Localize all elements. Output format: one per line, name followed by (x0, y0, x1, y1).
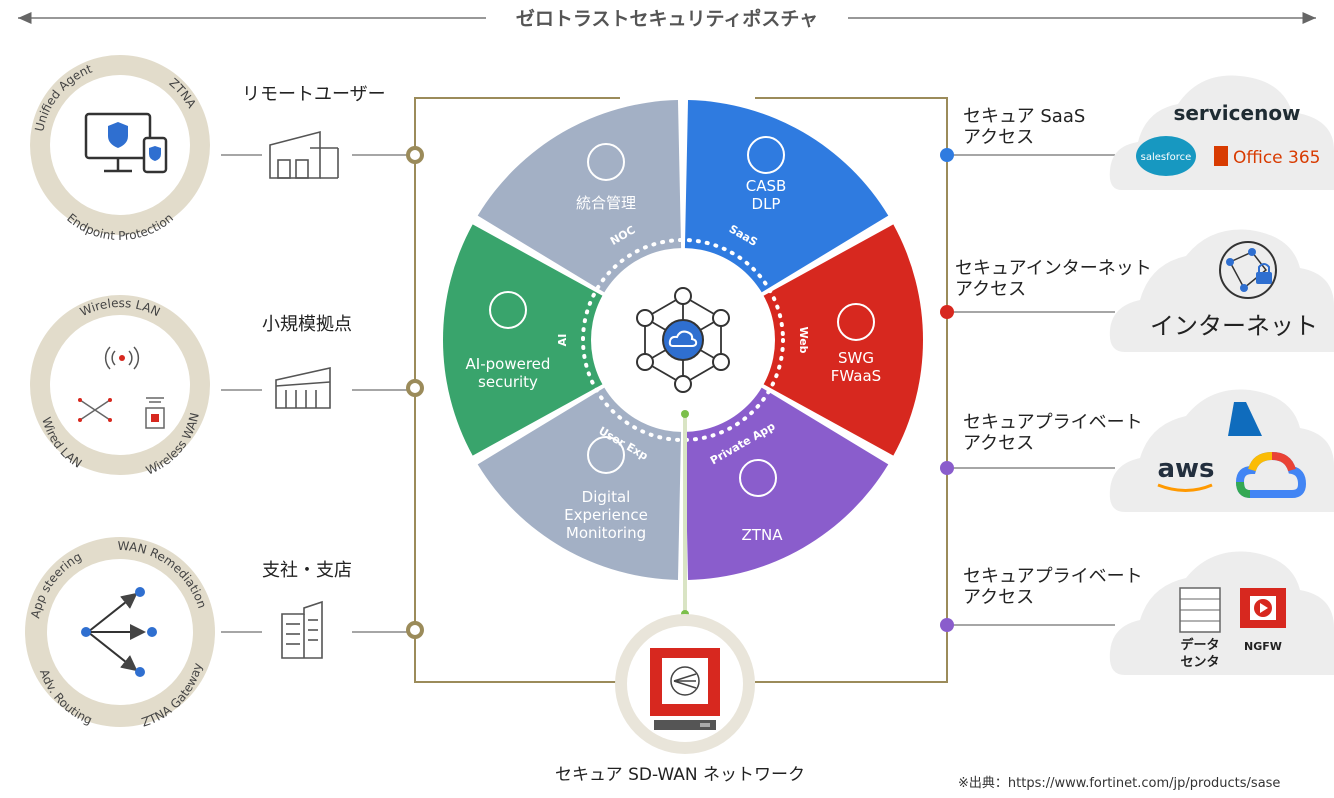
left-connectors (221, 154, 415, 633)
right-connectors (947, 154, 1115, 626)
label-remote-user: リモートユーザー (242, 84, 386, 105)
cloud-datacenter: データ センタ NGFW (1109, 551, 1334, 675)
label-small-office: 小規模拠点 (262, 314, 352, 335)
private-dot-2 (940, 618, 954, 632)
cloud-private-apps: aws (1109, 389, 1334, 512)
wheel-icon-ai (489, 291, 527, 329)
office-building-icon (275, 367, 331, 409)
azure-icon (1228, 402, 1262, 436)
ring-branch: App steering WAN Remediation Adv. Routin… (25, 537, 215, 730)
office365-logo: Office 365 (1233, 148, 1320, 168)
ring-remote-user: Unified Agent ZTNA Endpoint Protection (30, 55, 210, 243)
label-private-access-2: セキュアプライベートアクセス (963, 566, 1143, 608)
google-cloud-icon (1235, 451, 1307, 498)
wheel-icon-ztna (739, 459, 777, 497)
label-internet-access: セキュアインターネットアクセス (955, 258, 1152, 300)
routing-icon (81, 587, 157, 677)
internet-label: インターネット (1150, 312, 1318, 340)
wheel-segment-swg (683, 224, 923, 456)
globe-network-icon (1219, 241, 1277, 299)
frame-nodes (406, 146, 424, 639)
datacenter-label-2: センタ (1180, 655, 1219, 670)
cloud-network-icon (636, 287, 730, 393)
link-node-top (681, 410, 689, 418)
office-icon (1214, 146, 1228, 166)
wireless-icon (104, 346, 140, 370)
house-icon (269, 130, 339, 179)
internet-dot (940, 305, 954, 319)
ring-small-office: Wireless LAN Wired LAN Wireless WAN (30, 295, 210, 478)
wheel-dots (581, 238, 785, 442)
source-note: ※出典：https://www.fortinet.com/jp/products… (958, 776, 1281, 791)
wheel-tag-ai: AI (556, 334, 569, 347)
monitor-icon (84, 112, 168, 174)
cloud-internet: インターネット (1109, 229, 1334, 352)
datacenter-label-1: データ (1180, 637, 1219, 653)
ngfw-label: NGFW (1244, 640, 1282, 653)
wheel-icon-noc (587, 143, 625, 181)
tower-building-icon (281, 600, 323, 659)
cloud-saas: servicenow salesforce Office 365 (1109, 75, 1334, 190)
wheel-tag-swg: Web (797, 326, 810, 353)
svg-text:salesforce: salesforce (1141, 152, 1192, 163)
label-private-access-1: セキュアプライベートアクセス (963, 412, 1143, 454)
servicenow-logo: servicenow (1173, 101, 1300, 125)
wheel-icon-swg (837, 303, 875, 341)
salesforce-logo (1136, 136, 1196, 176)
wheel-label-noc: 統合管理 (576, 194, 636, 212)
sdwan-appliance (615, 614, 755, 754)
server-rack-icon (1179, 587, 1221, 633)
page-title: ゼロトラストセキュリティポスチャ (0, 4, 1334, 31)
aws-logo: aws (1157, 454, 1214, 484)
switch-icon (78, 398, 112, 422)
extender-icon (145, 397, 165, 429)
label-sdwan: セキュア SD-WAN ネットワーク (555, 765, 806, 785)
wheel-label-ztna: ZTNA (742, 526, 784, 544)
aws-smile (1157, 483, 1213, 492)
wheel-icon-dem (587, 436, 625, 474)
saas-dot (940, 148, 954, 162)
label-branch: 支社・支店 (262, 560, 352, 581)
ngfw-icon (1240, 588, 1286, 628)
private-dot-1 (940, 461, 954, 475)
wheel-segment-ai (443, 224, 683, 456)
wheel-icon-casb (747, 136, 785, 174)
